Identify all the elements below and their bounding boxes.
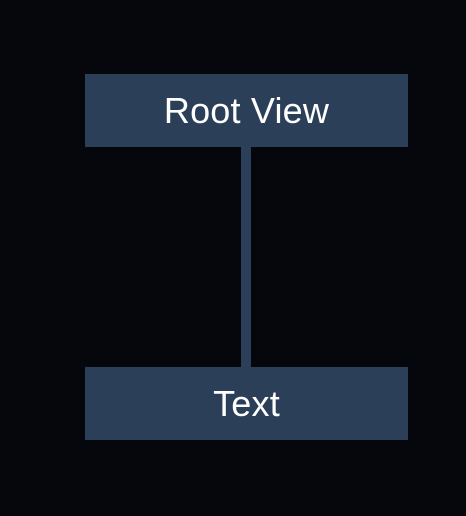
node-root-view-label: Root View bbox=[163, 89, 330, 131]
node-text-label: Text bbox=[213, 382, 280, 424]
edge-root-to-text bbox=[241, 145, 251, 369]
node-text: Text bbox=[85, 367, 408, 440]
node-root-view: Root View bbox=[85, 74, 408, 147]
